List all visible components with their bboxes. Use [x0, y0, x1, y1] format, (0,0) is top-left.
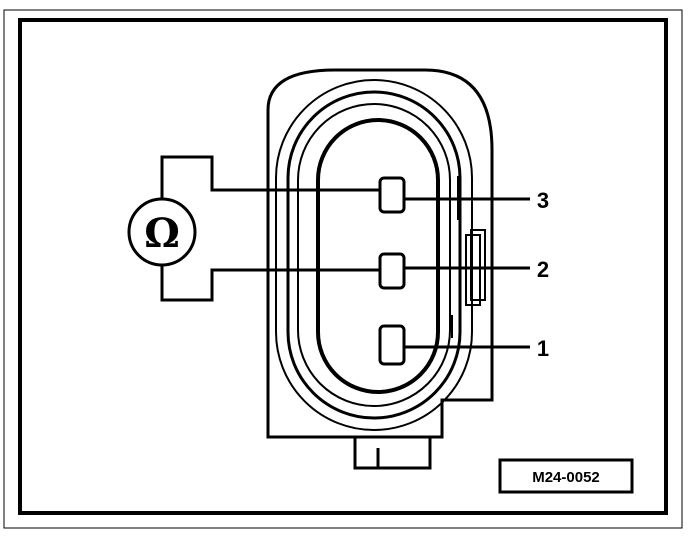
ohmmeter-circle: [127, 197, 197, 267]
ohm-icon: Ω: [144, 210, 180, 257]
pin-1: [378, 324, 406, 366]
panel-border: [18, 18, 668, 515]
connector-pins: [378, 176, 406, 366]
pin-2: [378, 252, 406, 290]
pin-label-2: 2: [537, 257, 549, 282]
reference-code: M24-0052: [532, 469, 600, 486]
ohmmeter: Ω: [127, 197, 197, 267]
pin-3: [378, 176, 406, 214]
connector-housing: [266, 68, 494, 470]
pin-label-3: 3: [537, 188, 549, 213]
pin-label-1: 1: [537, 336, 549, 361]
leader-lines: [404, 197, 530, 349]
reference-code-box: M24-0052: [498, 458, 634, 494]
